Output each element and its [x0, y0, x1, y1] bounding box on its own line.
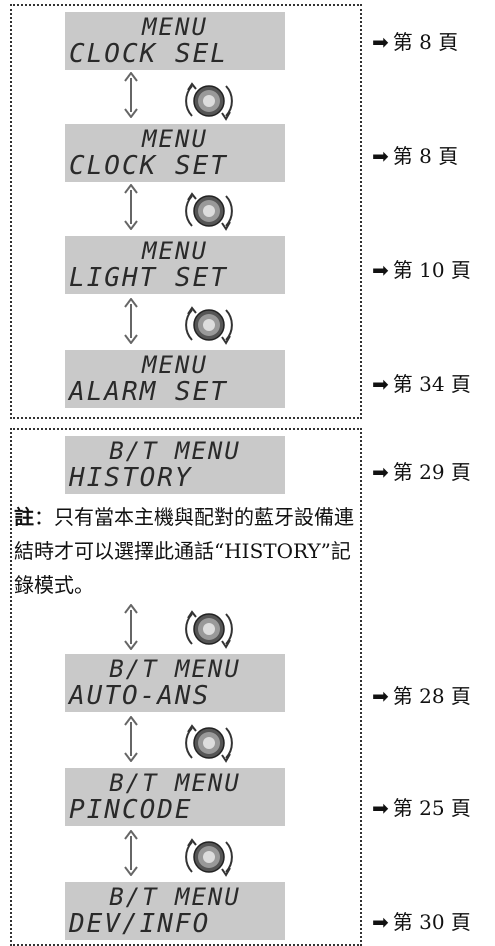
right-arrow-icon: ➡ — [372, 460, 389, 484]
lcd-light-set: MENU LIGHT SET — [65, 236, 285, 294]
lcd-line2: HISTORY — [69, 463, 193, 493]
page-ref-label: 第 28 頁 — [392, 684, 471, 708]
note-body: ：只有當本主機與配對的藍牙設備連結時才可以選擇此通話“HISTORY”記錄模式。 — [14, 505, 354, 597]
lcd-alarm-set: MENU ALARM SET — [65, 350, 285, 408]
note-text: 註：只有當本主機與配對的藍牙設備連結時才可以選擇此通話“HISTORY”記錄模式… — [14, 500, 354, 602]
note-label: 註 — [14, 505, 34, 529]
lcd-line2: ALARM SET — [69, 377, 228, 407]
right-arrow-icon: ➡ — [372, 372, 389, 396]
up-down-arrow-icon — [124, 298, 138, 344]
page-ref-label: 第 30 頁 — [392, 910, 471, 934]
lcd-clock-sel: MENU CLOCK SEL — [65, 12, 285, 70]
lcd-bt-dev-info: B/T MENU DEV/INFO — [65, 882, 285, 940]
lcd-line1: MENU — [142, 351, 208, 379]
lcd-line1: MENU — [142, 13, 208, 41]
right-arrow-icon: ➡ — [372, 258, 389, 282]
rotary-knob-icon — [185, 192, 233, 231]
lcd-line1: B/T MENU — [109, 883, 241, 911]
rotary-knob-icon — [185, 82, 233, 121]
lcd-line2: CLOCK SEL — [69, 39, 228, 69]
up-down-arrow-icon — [124, 184, 138, 230]
page-ref-label: 第 34 頁 — [392, 372, 471, 396]
right-arrow-icon: ➡ — [372, 144, 389, 168]
page-ref-clock-sel: ➡第 8 頁 — [372, 26, 458, 55]
lcd-line1: MENU — [142, 237, 208, 265]
right-arrow-icon: ➡ — [372, 30, 389, 54]
lcd-line1: B/T MENU — [109, 437, 241, 465]
page-ref-alarm-set: ➡第 34 頁 — [372, 368, 471, 397]
up-down-arrow-icon — [124, 716, 138, 762]
lcd-line2: PINCODE — [69, 795, 193, 825]
page-ref-label: 第 29 頁 — [392, 460, 471, 484]
rotary-knob-icon — [185, 306, 233, 345]
up-down-arrow-icon — [124, 604, 138, 650]
right-arrow-icon: ➡ — [372, 910, 389, 934]
page-ref-clock-set: ➡第 8 頁 — [372, 140, 458, 169]
page-ref-light-set: ➡第 10 頁 — [372, 254, 471, 283]
page-ref-auto-ans: ➡第 28 頁 — [372, 680, 471, 709]
lcd-line2: DEV/INFO — [69, 909, 211, 939]
lcd-line2: AUTO-ANS — [69, 681, 211, 711]
rotary-knob-icon — [185, 838, 233, 877]
up-down-arrow-icon — [124, 72, 138, 118]
lcd-line1: MENU — [142, 125, 208, 153]
page-ref-label: 第 8 頁 — [392, 144, 459, 168]
lcd-bt-auto-ans: B/T MENU AUTO-ANS — [65, 654, 285, 712]
right-arrow-icon: ➡ — [372, 796, 389, 820]
rotary-knob-icon — [185, 724, 233, 763]
lcd-line2: CLOCK SET — [69, 151, 228, 181]
page-ref-label: 第 25 頁 — [392, 796, 471, 820]
lcd-clock-set: MENU CLOCK SET — [65, 124, 285, 182]
rotary-knob-icon — [185, 610, 233, 649]
right-arrow-icon: ➡ — [372, 684, 389, 708]
page-ref-history: ➡第 29 頁 — [372, 456, 471, 485]
page-ref-dev-info: ➡第 30 頁 — [372, 906, 471, 935]
page-ref-label: 第 8 頁 — [392, 30, 459, 54]
up-down-arrow-icon — [124, 830, 138, 876]
page-ref-label: 第 10 頁 — [392, 258, 471, 282]
lcd-bt-history: B/T MENU HISTORY — [65, 436, 285, 494]
lcd-line2: LIGHT SET — [69, 263, 228, 293]
lcd-line1: B/T MENU — [109, 655, 241, 683]
lcd-line1: B/T MENU — [109, 769, 241, 797]
lcd-bt-pincode: B/T MENU PINCODE — [65, 768, 285, 826]
page-ref-pincode: ➡第 25 頁 — [372, 792, 471, 821]
menu-group-box — [10, 4, 362, 419]
